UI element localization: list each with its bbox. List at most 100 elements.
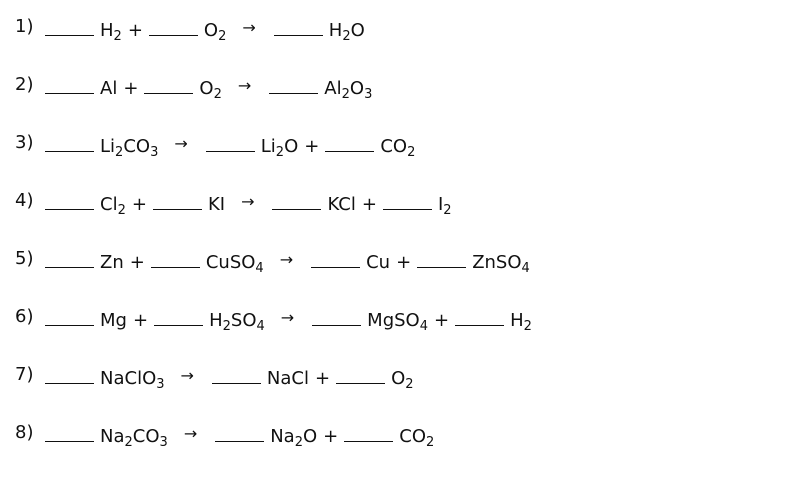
equation-term: O2: [144, 78, 222, 101]
coefficient-blank[interactable]: [45, 137, 94, 152]
coefficient-blank[interactable]: [45, 253, 94, 268]
coefficient-blank[interactable]: [45, 369, 94, 384]
coefficient-blank[interactable]: [269, 79, 319, 94]
chemical-formula: Cl2: [100, 194, 126, 217]
equation-number: 4): [15, 190, 34, 211]
coefficient-blank[interactable]: [205, 137, 255, 152]
equation-body: NaClO3→NaCl+O2: [45, 366, 414, 392]
coefficient-blank[interactable]: [45, 427, 94, 442]
coefficient-blank[interactable]: [144, 79, 194, 94]
chemical-formula: Al: [100, 78, 117, 99]
formula-subscript: 2: [115, 145, 124, 160]
formula-part: CO: [123, 136, 151, 157]
formula-part: Zn: [100, 252, 124, 273]
formula-subscript: 2: [294, 435, 303, 450]
formula-part: Al: [100, 78, 118, 99]
equation-row: 4)Cl2+KI→KCl+I2: [0, 190, 793, 224]
coefficient-blank[interactable]: [45, 21, 94, 36]
formula-part: I: [437, 194, 444, 215]
coefficient-blank[interactable]: [272, 195, 322, 210]
coefficient-blank[interactable]: [455, 311, 505, 326]
coefficient-blank[interactable]: [312, 311, 362, 326]
formula-subscript: 4: [255, 261, 264, 276]
formula-part: H: [328, 20, 343, 41]
coefficient-blank[interactable]: [45, 79, 94, 94]
chemical-formula: O2: [203, 20, 226, 43]
plus-sign: +: [131, 194, 147, 215]
coefficient-blank[interactable]: [417, 253, 467, 268]
plus-sign: +: [315, 368, 331, 389]
equation-row: 6)Mg+H2SO4→MgSO4+H2: [0, 306, 793, 340]
formula-subscript: 3: [156, 377, 165, 392]
reaction-arrow: →: [180, 366, 194, 385]
coefficient-blank[interactable]: [336, 369, 386, 384]
equation-body: Al+O2→Al2O3: [45, 76, 372, 101]
formula-part: Al: [324, 78, 342, 99]
equation-term: Na2O: [215, 426, 318, 450]
chemical-formula: O2: [199, 78, 221, 101]
formula-part: KCl: [327, 194, 356, 215]
equation-body: Na2CO3→Na2O+CO2: [45, 424, 434, 450]
chemical-formula: Zn: [100, 252, 124, 273]
equation-number: 2): [15, 74, 34, 95]
chemical-formula: Mg: [100, 310, 127, 331]
plus-sign: +: [396, 252, 412, 273]
formula-part: H: [100, 20, 114, 41]
coefficient-blank[interactable]: [45, 195, 94, 210]
coefficient-blank[interactable]: [211, 369, 261, 384]
formula-part: O: [284, 136, 299, 157]
equation-term: H2O: [273, 20, 365, 44]
equation-term: Li2O: [205, 136, 299, 159]
coefficient-blank[interactable]: [45, 311, 94, 326]
equation-row: 7)NaClO3→NaCl+O2: [0, 364, 793, 398]
formula-subscript: 2: [124, 435, 133, 450]
coefficient-blank[interactable]: [152, 195, 202, 210]
equation-number: 1): [15, 16, 34, 37]
equation-term: Na2CO3: [45, 426, 168, 450]
equation-term: H2SO4: [154, 310, 265, 334]
formula-part: O: [199, 78, 214, 99]
formula-part: H: [209, 310, 223, 331]
formula-part: ZnSO: [472, 252, 522, 273]
chemical-formula: H2O: [328, 20, 365, 44]
formula-part: Li: [100, 136, 116, 157]
coefficient-blank[interactable]: [344, 427, 394, 442]
coefficient-blank[interactable]: [148, 21, 198, 36]
equation-term: O2: [148, 20, 226, 43]
formula-subscript: 2: [222, 319, 231, 334]
plus-sign: +: [304, 136, 320, 157]
coefficient-blank[interactable]: [311, 253, 361, 268]
equation-term: O2: [336, 368, 414, 392]
plus-sign: +: [129, 252, 145, 273]
equation-body: Mg+H2SO4→MgSO4+H2: [45, 308, 532, 334]
coefficient-blank[interactable]: [325, 137, 375, 152]
equation-term: Zn: [45, 252, 124, 273]
coefficient-blank[interactable]: [382, 195, 432, 210]
formula-part: H: [510, 310, 524, 331]
reaction-arrow: →: [241, 192, 255, 211]
equation-number: 3): [15, 132, 34, 153]
formula-part: NaCl: [266, 368, 309, 389]
equation-term: Cu: [311, 252, 390, 273]
equation-row: 1)H2+O2→H2O: [0, 16, 793, 50]
equation-number: 6): [15, 306, 34, 327]
formula-subscript: 2: [405, 377, 414, 392]
coefficient-blank[interactable]: [215, 427, 265, 442]
equation-term: CO2: [325, 136, 415, 159]
coefficient-blank[interactable]: [150, 253, 200, 268]
formula-part: O: [391, 368, 406, 389]
formula-part: O: [203, 20, 219, 41]
equation-body: Zn+CuSO4→Cu+ZnSO4: [45, 250, 530, 276]
formula-subscript: 3: [150, 145, 159, 160]
formula-subscript: 2: [342, 29, 351, 44]
equation-term: NaCl: [211, 368, 309, 389]
equation-term: Li2CO3: [45, 136, 159, 160]
formula-part: O: [303, 426, 318, 447]
reaction-arrow: →: [280, 308, 295, 327]
equation-number: 7): [15, 364, 34, 385]
reaction-arrow: →: [183, 424, 198, 443]
formula-part: Li: [260, 136, 276, 157]
chemical-formula: NaCl: [267, 368, 309, 389]
coefficient-blank[interactable]: [154, 311, 204, 326]
coefficient-blank[interactable]: [273, 21, 323, 36]
